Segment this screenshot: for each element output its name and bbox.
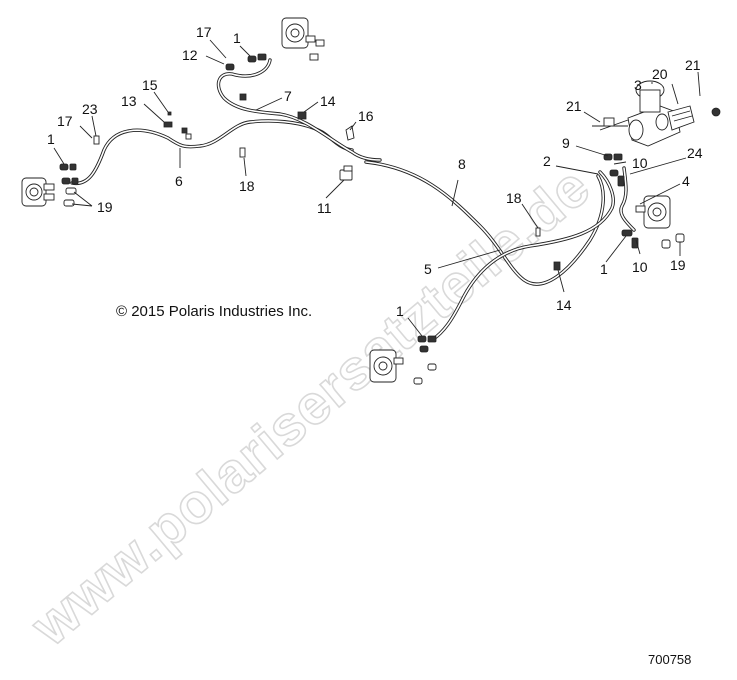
callout-5: 5 bbox=[424, 261, 432, 277]
callout-20: 20 bbox=[652, 66, 668, 82]
callout-1: 1 bbox=[233, 30, 241, 46]
master-cylinder bbox=[627, 80, 681, 147]
callout-3: 3 bbox=[634, 77, 642, 93]
leader-lines bbox=[53, 39, 701, 337]
bracket-16 bbox=[345, 125, 355, 141]
brake-line-6 bbox=[70, 119, 354, 186]
master-cylinder-cover bbox=[667, 105, 695, 131]
bolt bbox=[297, 111, 307, 120]
callout-13: 13 bbox=[121, 93, 137, 109]
callout-18: 18 bbox=[506, 190, 522, 206]
brake-line-5 bbox=[430, 170, 615, 342]
switch-21 bbox=[603, 117, 615, 127]
callout-19: 19 bbox=[670, 257, 686, 273]
junction-block-11 bbox=[339, 165, 353, 181]
nut-21 bbox=[711, 107, 721, 117]
banjo-bolt bbox=[59, 163, 77, 171]
callout-1: 1 bbox=[47, 131, 55, 147]
callout-7: 7 bbox=[284, 88, 292, 104]
clip bbox=[239, 93, 247, 101]
caliper-left bbox=[21, 177, 55, 207]
fittings bbox=[59, 39, 721, 385]
bolt bbox=[309, 39, 325, 61]
caliper-bolt bbox=[661, 239, 671, 249]
callout-23: 23 bbox=[82, 101, 98, 117]
callouts: 17 1 12 15 23 13 17 1 7 14 16 6 18 19 11… bbox=[47, 24, 703, 319]
callout-11: 11 bbox=[317, 200, 332, 216]
callout-15: 15 bbox=[142, 77, 158, 93]
callout-14: 14 bbox=[556, 297, 572, 313]
callout-4: 4 bbox=[682, 173, 690, 189]
brake-line-7 bbox=[216, 58, 382, 162]
callout-10: 10 bbox=[632, 155, 648, 171]
banjo-bolt bbox=[419, 345, 429, 353]
callout-17: 17 bbox=[57, 113, 73, 129]
caliper-top bbox=[281, 17, 316, 49]
callout-17: 17 bbox=[196, 24, 212, 40]
clip bbox=[239, 147, 246, 158]
callout-21: 21 bbox=[566, 98, 582, 114]
callout-8: 8 bbox=[458, 156, 466, 172]
callout-9: 9 bbox=[562, 135, 570, 151]
callout-19: 19 bbox=[97, 199, 113, 215]
callout-12: 12 bbox=[182, 47, 198, 63]
drawing-number: 700758 bbox=[648, 652, 691, 667]
caliper-right bbox=[635, 195, 671, 229]
banjo-bolt bbox=[609, 169, 619, 177]
callout-14: 14 bbox=[320, 93, 336, 109]
watermark: www.polarisersatzteile.de bbox=[18, 154, 601, 658]
banjo-bolt bbox=[603, 153, 623, 161]
clip bbox=[535, 227, 541, 237]
callout-1: 1 bbox=[600, 261, 608, 277]
callout-24: 24 bbox=[687, 145, 703, 161]
caliper-bolt bbox=[427, 363, 437, 371]
clip bbox=[163, 111, 192, 140]
caliper-bottom bbox=[369, 349, 404, 383]
banjo-bolt bbox=[247, 53, 267, 63]
banjo-bolt bbox=[225, 63, 235, 71]
caliper-bolt bbox=[675, 233, 685, 243]
callout-6: 6 bbox=[175, 173, 183, 189]
callout-18: 18 bbox=[239, 178, 255, 194]
caliper-bolt bbox=[413, 377, 423, 385]
caliper-bolt bbox=[63, 199, 75, 207]
bolt bbox=[553, 261, 561, 271]
copyright-notice: © 2015 Polaris Industries Inc. bbox=[116, 303, 312, 320]
brake-line-4 bbox=[619, 166, 636, 232]
banjo-bolt bbox=[61, 177, 79, 185]
callout-16: 16 bbox=[358, 108, 374, 124]
banjo-bolt bbox=[621, 229, 633, 237]
banjo-bolt-24 bbox=[617, 175, 625, 187]
bleeder-screw bbox=[93, 135, 100, 145]
caliper-bolt bbox=[65, 187, 77, 195]
banjo-bolt bbox=[417, 335, 437, 343]
callout-10: 10 bbox=[632, 259, 648, 275]
callout-1: 1 bbox=[396, 303, 404, 319]
callout-21: 21 bbox=[685, 57, 701, 73]
callout-2: 2 bbox=[543, 153, 551, 169]
